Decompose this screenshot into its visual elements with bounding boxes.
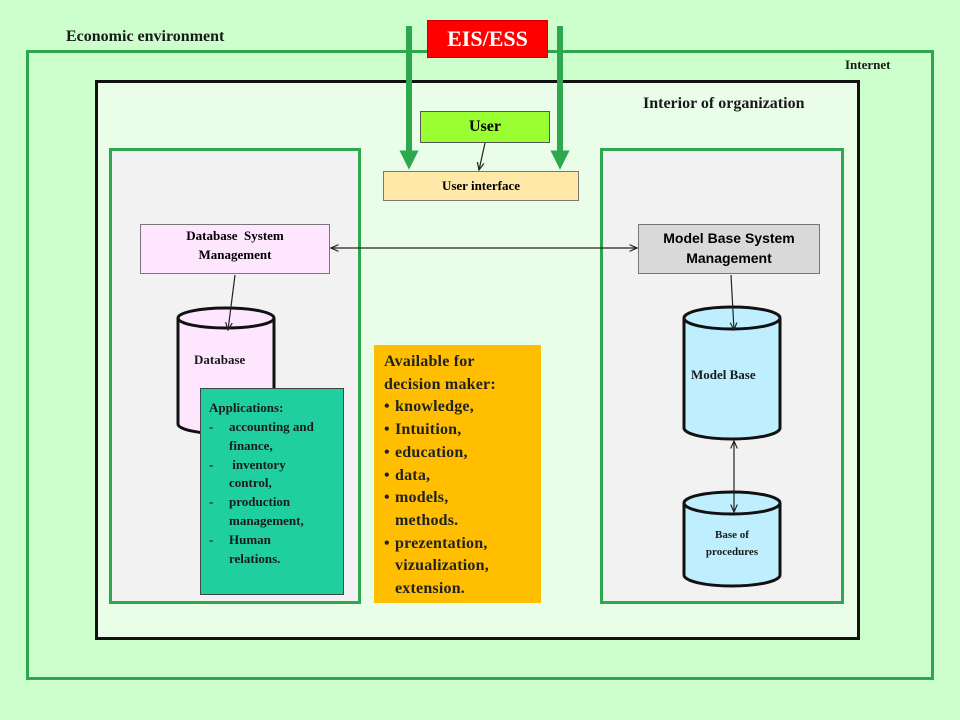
interior-label: Interior of organization	[643, 95, 805, 112]
eis-ess-box: EIS/ESS	[427, 20, 548, 58]
available-title-line-2: decision maker:	[384, 375, 496, 393]
economic-environment-label: Economic environment	[66, 28, 225, 45]
user-box: User	[420, 111, 550, 143]
database-label: Database	[194, 352, 246, 367]
internet-label: Internet	[845, 57, 891, 72]
model-base-label: Model Base	[691, 367, 756, 382]
available-item: •prezentation,vizualization,extension.	[384, 534, 489, 598]
mbsm-line-2: Management	[686, 250, 772, 266]
procedures-line-1: Base of	[715, 529, 749, 541]
mbms-to-modelbase-arrow	[731, 274, 734, 330]
available-title-line-1: Available for	[384, 353, 475, 370]
available-item: •models,methods.	[384, 489, 459, 530]
mbsm-line-1: Model Base System	[663, 230, 795, 247]
user-interface-box: User interface	[383, 171, 579, 201]
applications-title: Applications:	[209, 400, 284, 415]
dbsm-line-2: Management	[198, 246, 272, 262]
available-item: •knowledge,	[384, 398, 474, 416]
database-system-management-box: Database System Management	[140, 224, 330, 274]
user-interface-label: User interface	[441, 178, 521, 193]
available-item: •Intuition,	[384, 421, 462, 439]
model-base-system-management-box: Model Base System Management	[638, 224, 820, 274]
procedures-line-2: procedures	[705, 545, 759, 558]
available-item: •education,	[384, 443, 468, 461]
user-to-interface-arrow	[479, 142, 486, 170]
dbms-to-database-arrow	[228, 274, 236, 330]
available-for-decision-maker-box: Available for decision maker: •knowledge…	[374, 345, 541, 603]
user-label: User	[469, 118, 501, 135]
base-of-procedures-label: Base of procedures	[684, 527, 780, 560]
dbsm-line-1: Database System	[186, 228, 284, 243]
eis-ess-label: EIS/ESS	[447, 26, 528, 51]
available-item: •data,	[384, 466, 431, 484]
